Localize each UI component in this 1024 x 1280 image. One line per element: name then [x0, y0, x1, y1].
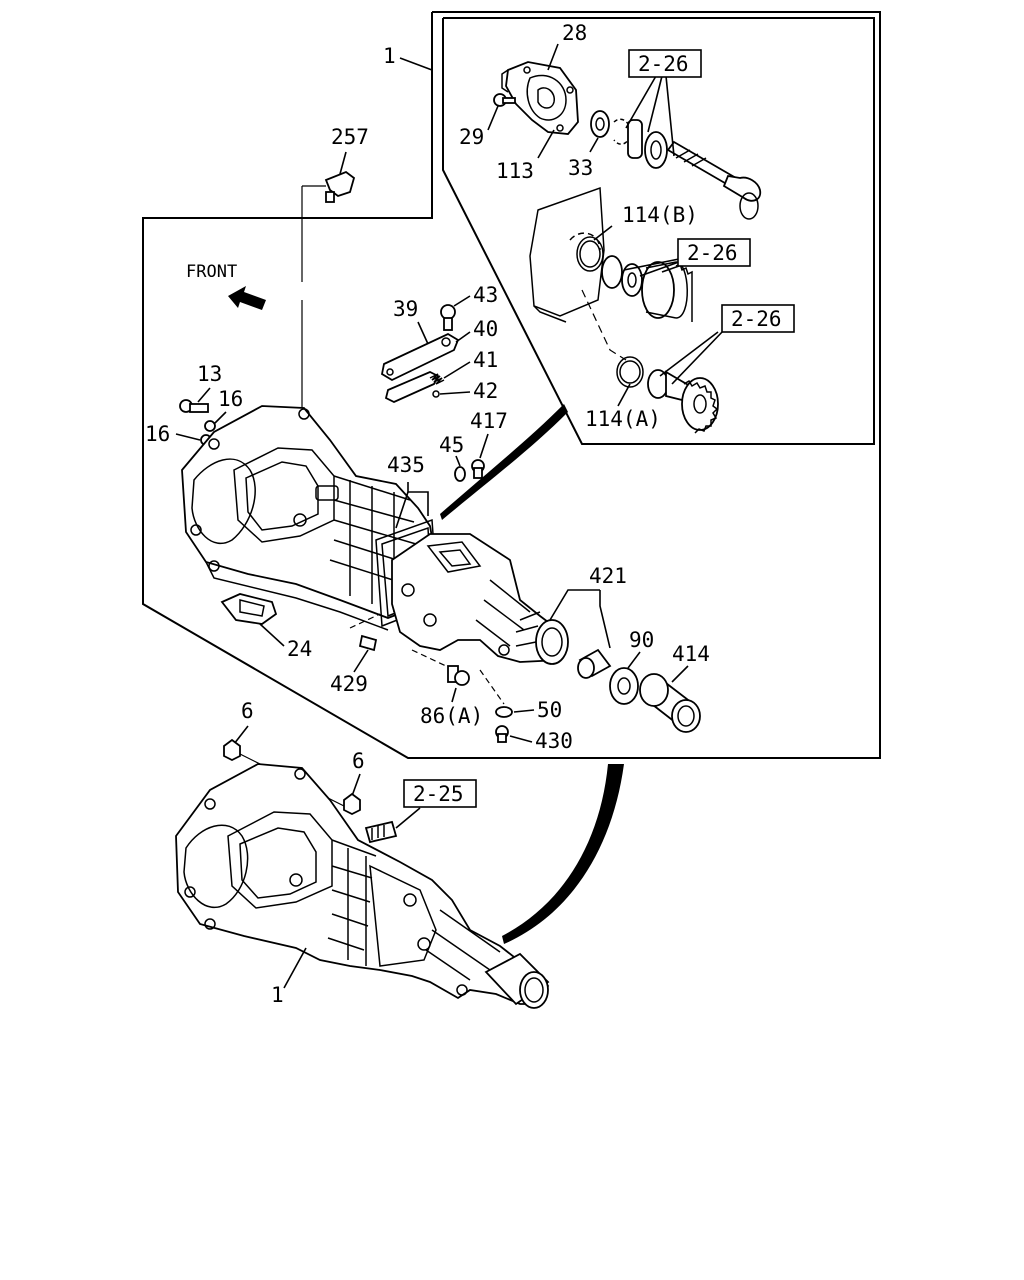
label-part-417: 417: [470, 409, 508, 433]
label-part-16-b: 16: [145, 422, 170, 446]
main-assembly-frame: [142, 11, 881, 759]
counter-gear-part: [647, 369, 719, 434]
bolt-43-part: [440, 304, 456, 331]
ref-2-26-c-text: 2-26: [731, 307, 782, 331]
bearing-90-part: [609, 667, 639, 705]
case-section-part: [529, 186, 605, 323]
extension-housing-part: [391, 533, 569, 665]
bolt-29-part: [493, 93, 516, 107]
snap-ring-114b-part: [576, 236, 604, 272]
bearing-gear-upper-part: [601, 255, 693, 322]
bearing-33-part: [590, 110, 610, 138]
label-part-114a: 114(A): [585, 407, 661, 431]
clip-257-part: [324, 170, 356, 203]
ref-box-2-25[interactable]: [403, 779, 477, 808]
ball-42-part: [432, 390, 440, 398]
label-part-114b: 114(B): [622, 203, 698, 227]
label-part-43: 43: [473, 283, 498, 307]
bolt-13-part: [179, 399, 209, 413]
label-part-113: 113: [496, 159, 534, 183]
label-part-16-a: 16: [218, 387, 243, 411]
transmission-assembly-lower-part: [175, 763, 550, 1009]
ref-2-26-a-text: 2-26: [638, 52, 689, 76]
label-part-33: 33: [568, 156, 593, 180]
cover-24-part: [220, 593, 278, 625]
label-part-435: 435: [387, 453, 425, 477]
lever-39-part: [380, 332, 460, 382]
label-part-1-bottom: 1: [271, 983, 284, 1007]
label-part-42: 42: [473, 379, 498, 403]
label-part-39: 39: [393, 297, 418, 321]
label-part-257: 257: [331, 125, 369, 149]
label-part-429: 429: [330, 672, 368, 696]
front-arrow-icon: [228, 286, 266, 310]
front-direction-label: FRONT: [186, 262, 237, 282]
bolt-stud-part: [364, 820, 398, 844]
nut-6-b-part: [343, 792, 361, 816]
detail-pointer-upper: [440, 404, 568, 520]
bolt-86a-part: [447, 665, 470, 686]
washer-50-part: [495, 706, 513, 718]
bushing-421-part: [577, 648, 612, 679]
label-part-6-b: 6: [352, 749, 365, 773]
label-part-40: 40: [473, 317, 498, 341]
spring-41-part: [429, 373, 445, 385]
label-part-430: 430: [535, 729, 573, 753]
label-part-1-top: 1: [383, 44, 396, 68]
label-part-24: 24: [287, 637, 312, 661]
snap-ring-114a-part: [616, 356, 644, 388]
label-part-414: 414: [672, 642, 710, 666]
label-part-90: 90: [629, 628, 654, 652]
label-part-28: 28: [562, 21, 587, 45]
detail-pointer-lower: [502, 764, 624, 944]
sleeve-414-part: [639, 673, 701, 733]
bolt-417-part: [471, 459, 485, 479]
plate-40-part: [384, 371, 440, 403]
washer-45-part: [454, 466, 466, 482]
label-part-50: 50: [537, 698, 562, 722]
ref-box-2-26-b[interactable]: [677, 238, 751, 267]
ref-2-26-b-text: 2-26: [687, 241, 738, 265]
label-part-41: 41: [473, 348, 498, 372]
label-part-45: 45: [439, 433, 464, 457]
label-part-6-a: 6: [241, 699, 254, 723]
label-part-421: 421: [589, 564, 627, 588]
output-shaft-part: [613, 118, 762, 220]
bolt-430-part: [495, 725, 509, 743]
inset-detail-frame: [442, 17, 875, 445]
ref-box-2-26-c[interactable]: [721, 304, 795, 333]
ref-2-25-text: 2-25: [413, 782, 464, 806]
ref-box-2-26-a[interactable]: [628, 49, 702, 78]
label-part-86a: 86(A): [420, 704, 483, 728]
pin-429-part: [358, 634, 378, 652]
nut-6-a-part: [223, 738, 241, 762]
dowel-16-a-part: [204, 420, 216, 432]
label-part-13: 13: [197, 362, 222, 386]
label-part-29: 29: [459, 125, 484, 149]
